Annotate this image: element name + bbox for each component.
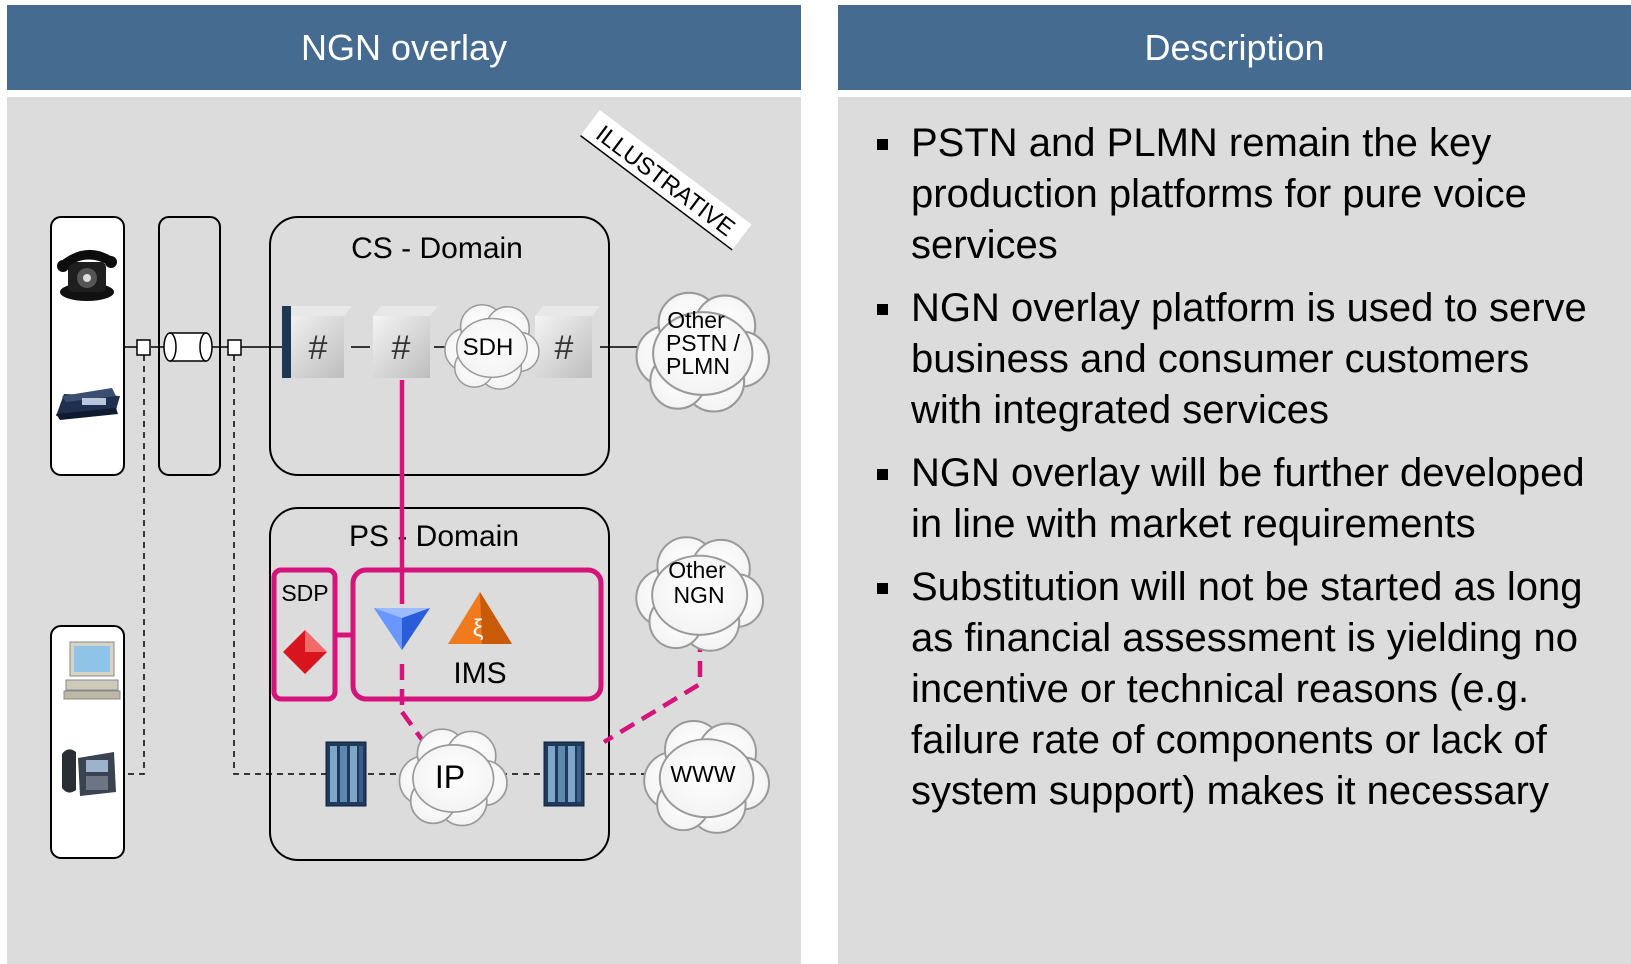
bullet-item: PSTN and PLMN remain the key production … — [875, 118, 1605, 271]
bullet-text: NGN overlay will be further developed in… — [911, 451, 1585, 546]
ngn-overlay-title: NGN overlay — [300, 26, 508, 68]
other-pstn-line2: PSTN / — [666, 330, 741, 356]
description-bullet-list: PSTN and PLMN remain the key production … — [875, 118, 1605, 829]
bullet-text: Substitution will not be started as long… — [911, 565, 1583, 813]
sdp-diamond-icon — [283, 630, 327, 674]
cable-tube-icon — [163, 332, 213, 362]
sdp-label: SDP — [281, 580, 328, 606]
ps-domain-label: PS - Domain — [349, 520, 519, 553]
ip-phone-icon — [59, 745, 117, 798]
bullet-square-icon — [877, 139, 888, 150]
other-pstn-line1: Other — [667, 307, 725, 333]
other-pstn-plmn-cloud: Other PSTN / PLMN — [635, 291, 771, 413]
ip-cloud: IP — [398, 728, 508, 827]
bullet-item: Substitution will not be started as long… — [875, 562, 1605, 817]
cs-domain-label: CS - Domain — [351, 232, 523, 265]
gateway-switch: # — [535, 306, 600, 378]
description-panel — [838, 97, 1631, 964]
description-header: Description — [838, 5, 1631, 90]
other-ngn-cloud: Other NGN — [635, 536, 764, 652]
switch-symbol: # — [309, 329, 328, 367]
ngn-overlay-header: NGN overlay — [7, 5, 801, 90]
bullet-square-icon — [877, 304, 888, 315]
cs-domain-frame — [269, 216, 610, 476]
line-connector-right — [227, 339, 242, 356]
illustrative-label: ILLUSTRATIVE — [591, 120, 740, 242]
ims-node-icon — [374, 608, 430, 650]
sdh-cloud: SDH — [444, 304, 540, 390]
other-pstn-line3: PLMN — [666, 353, 730, 379]
edge-router-right-icon — [543, 741, 585, 807]
sdh-label: SDH — [463, 334, 514, 361]
description-title: Description — [1144, 26, 1325, 68]
local-exchange-switch: # — [282, 306, 352, 378]
pc-icon — [63, 637, 121, 701]
other-ngn-line2: NGN — [673, 582, 724, 608]
other-ngn-line1: Other — [668, 557, 726, 583]
bullet-text: PSTN and PLMN remain the key production … — [911, 121, 1527, 267]
ims-label: IMS — [453, 657, 506, 690]
line-connector-left — [136, 339, 151, 356]
svg-text:ξ: ξ — [473, 615, 484, 642]
bullet-item: NGN overlay will be further developed in… — [875, 448, 1605, 550]
ip-label: IP — [435, 759, 465, 795]
www-label: WWW — [670, 761, 735, 787]
rotary-phone-icon — [57, 249, 117, 301]
bullet-item: NGN overlay platform is used to serve bu… — [875, 283, 1605, 436]
ims-box — [350, 567, 604, 702]
edge-router-left-icon — [325, 741, 367, 807]
bullet-square-icon — [877, 469, 888, 480]
desk-phone-icon — [56, 388, 120, 420]
bullet-square-icon — [877, 583, 888, 594]
ims-function-icon: ξ — [448, 592, 512, 644]
switch-symbol: # — [555, 329, 574, 367]
bullet-text: NGN overlay platform is used to serve bu… — [911, 286, 1587, 432]
www-cloud: WWW — [643, 720, 770, 834]
transit-switch: # — [373, 306, 438, 378]
illustrative-stamp: ILLUSTRATIVE — [580, 110, 752, 251]
switch-symbol: # — [392, 329, 411, 367]
